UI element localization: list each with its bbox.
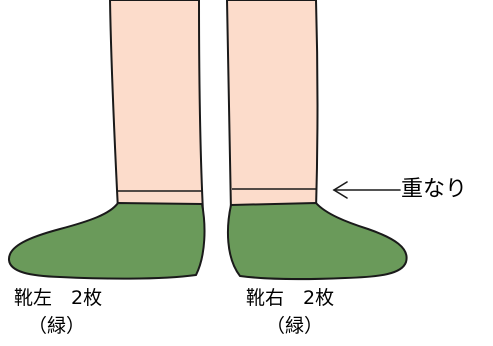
right-sock-color-label: （緑）	[266, 315, 324, 337]
left-arrow-icon	[332, 181, 401, 199]
left-sock	[7, 202, 206, 280]
left-sock-color-label: （緑）	[28, 315, 86, 337]
right-sock-label: 靴右 2枚	[246, 287, 335, 309]
right-leg	[226, 0, 319, 213]
overlap-label: 重なり	[401, 177, 468, 202]
left-sock-label: 靴左 2枚	[14, 287, 103, 309]
right-sock	[227, 202, 408, 281]
left-leg	[109, 0, 204, 213]
